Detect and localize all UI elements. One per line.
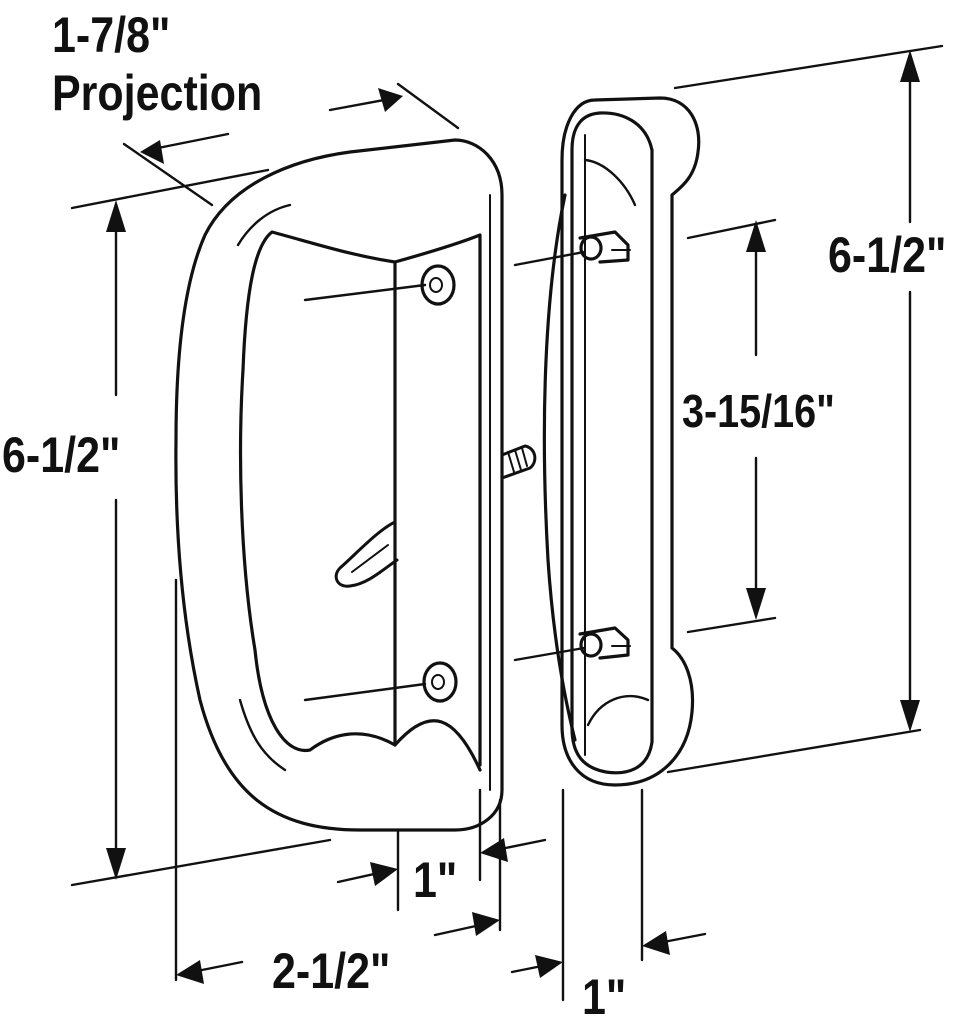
projection-value-label: 1-7/8": [52, 7, 171, 63]
pull-handle: [174, 138, 537, 832]
hole-spacing-label: 3-15/16": [682, 385, 835, 437]
outer-thickness-label: 1": [582, 969, 627, 1025]
projection-word-label: Projection: [52, 65, 263, 121]
right-height-label: 6-1/2": [828, 227, 947, 283]
inner-thickness-label: 1": [413, 852, 458, 908]
overall-width-label: 2-1/2": [272, 943, 391, 999]
mortise-handle: [542, 96, 701, 787]
dimension-lines: [70, 44, 944, 1002]
left-height-label: 6-1/2": [2, 427, 121, 483]
arrowheads: [106, 50, 920, 984]
